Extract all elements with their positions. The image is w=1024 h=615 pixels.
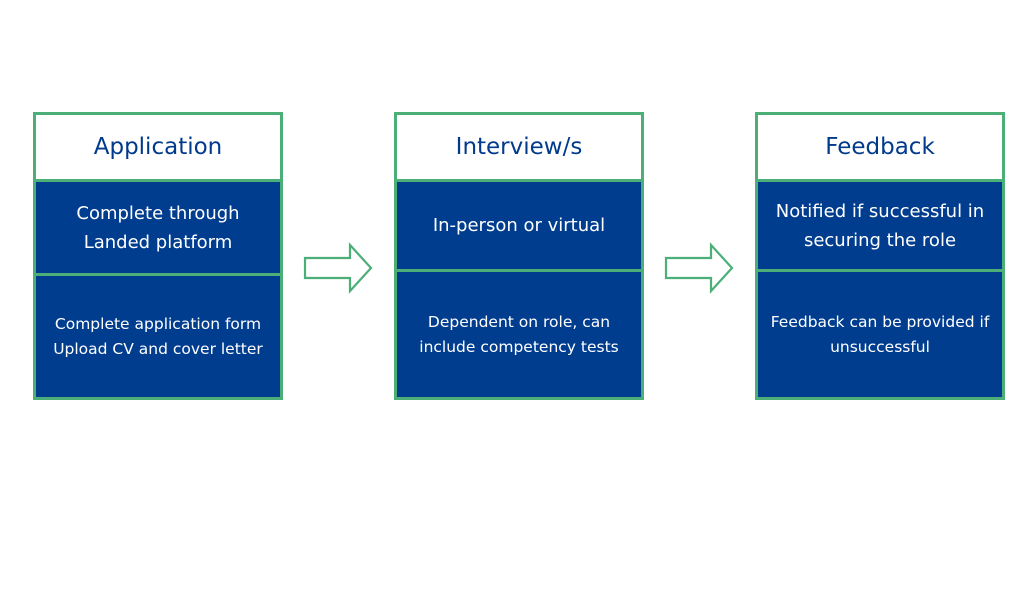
- divider: [36, 273, 280, 276]
- step-card-interviews: Interview/s In-person or virtual Depende…: [394, 112, 644, 400]
- step-title: Feedback: [758, 115, 1002, 182]
- step-summary-text: In-person or virtual: [432, 215, 606, 236]
- step-summary: Notified if successful in securing the r…: [758, 182, 1002, 269]
- step-summary: In-person or virtual: [397, 182, 641, 269]
- detail-line: unsuccessful: [830, 337, 930, 356]
- divider: [758, 269, 1002, 272]
- detail-line: Upload CV and cover letter: [53, 339, 263, 358]
- step-title: Application: [36, 115, 280, 182]
- arrow-right-icon: [303, 242, 373, 294]
- divider: [397, 269, 641, 272]
- arrow-right-icon: [664, 242, 734, 294]
- detail-line: Feedback can be provided if: [770, 312, 990, 331]
- step-card-application: Application Complete through Landed plat…: [33, 112, 283, 400]
- step-card-feedback: Feedback Notified if successful in secur…: [755, 112, 1005, 400]
- step-details: Complete application form Upload CV and …: [36, 276, 280, 397]
- step-title: Interview/s: [397, 115, 641, 182]
- step-summary-text: Complete through Landed platform: [76, 202, 240, 253]
- step-details: Dependent on role, can include competenc…: [397, 272, 641, 397]
- detail-line: Dependent on role, can: [427, 312, 611, 331]
- detail-line: include competency tests: [419, 337, 619, 356]
- step-summary-text: Notified if successful in securing the r…: [775, 200, 985, 251]
- step-summary: Complete through Landed platform: [36, 182, 280, 273]
- detail-line: Complete application form: [54, 314, 262, 333]
- step-details: Feedback can be provided if unsuccessful: [758, 272, 1002, 397]
